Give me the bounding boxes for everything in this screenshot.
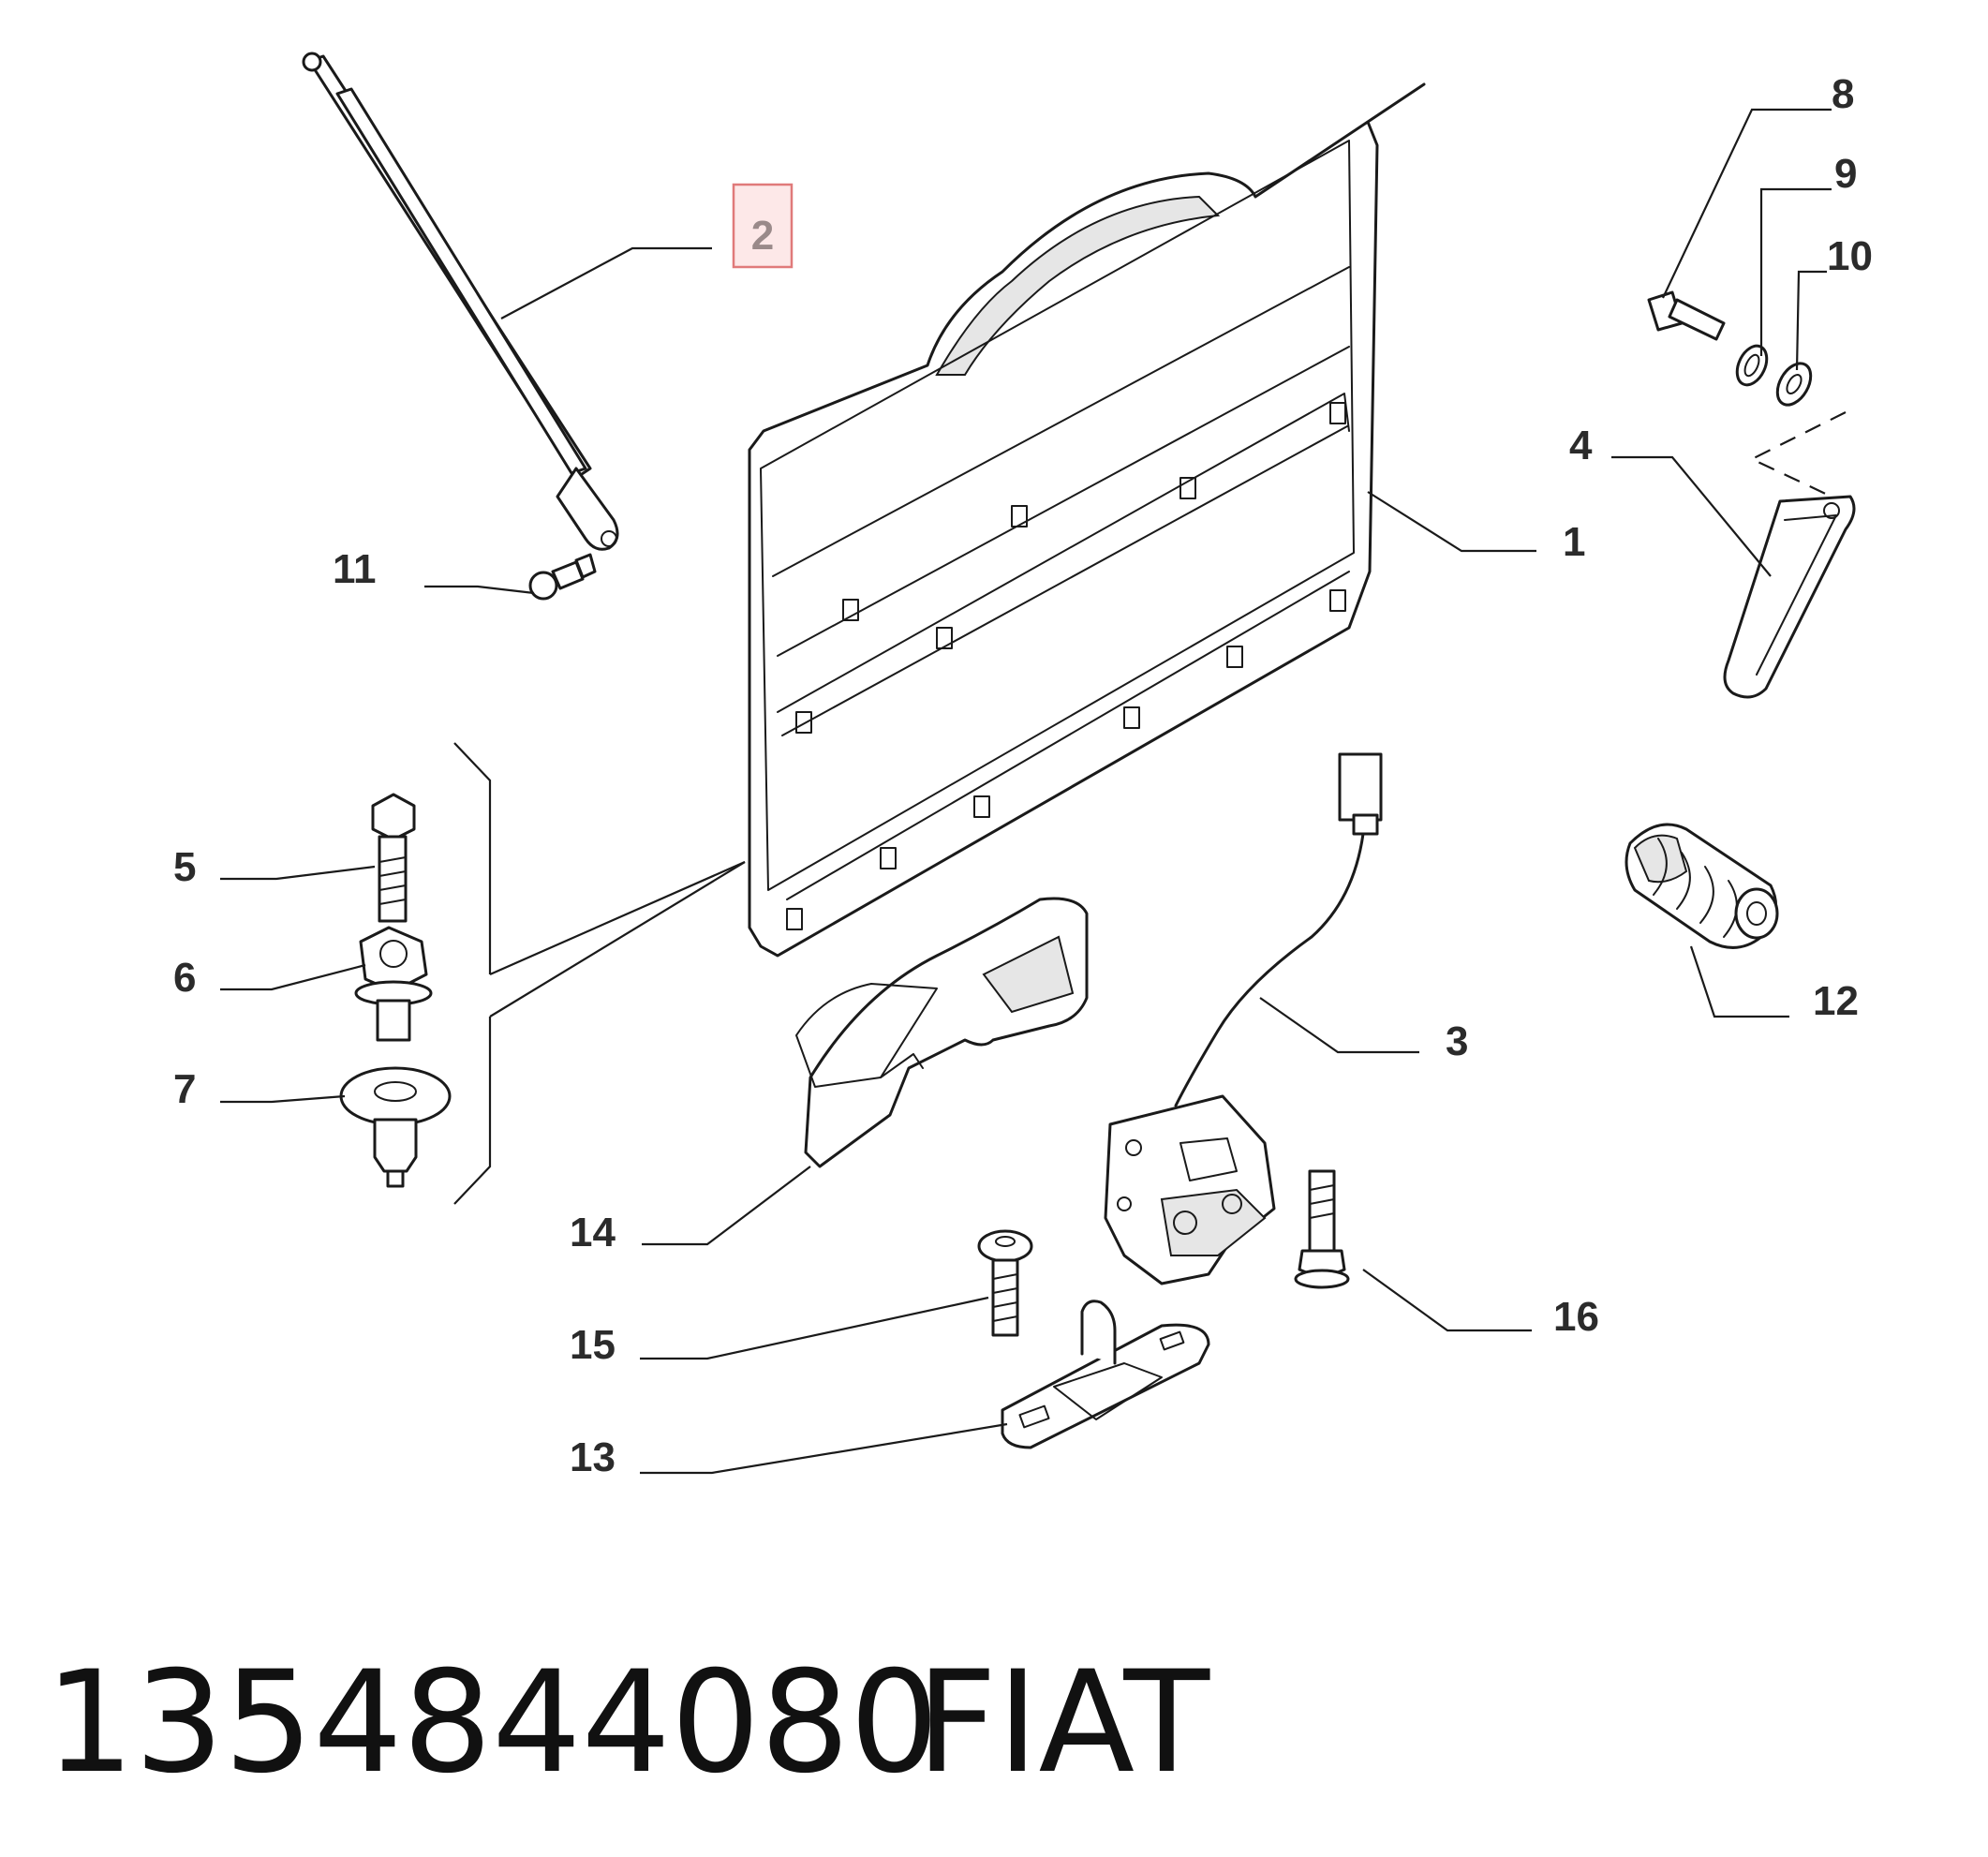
callout-7[interactable]: 7 [173, 1066, 196, 1112]
leader-lines [220, 108, 1832, 1475]
part-1-door-panel [748, 82, 1426, 958]
callout-2-highlight [732, 183, 794, 269]
part-9-spring-washer [1735, 344, 1769, 387]
callout-2[interactable]: 2 [751, 213, 774, 259]
callout-16[interactable]: 16 [1553, 1294, 1599, 1340]
part-3-lock-with-cable [1104, 752, 1383, 1285]
callout-3[interactable]: 3 [1446, 1018, 1468, 1064]
part-8-bolt [1647, 290, 1726, 341]
part-4-lever [1723, 495, 1856, 699]
part-14-handle-housing [795, 897, 1089, 1168]
part-16-flange-bolt [1294, 1169, 1350, 1289]
part-13-striker [1001, 1300, 1210, 1449]
brand-name: FIAT [916, 1642, 1210, 1805]
part-7-push-clip [339, 1066, 452, 1188]
part-11-ball-stud [528, 553, 597, 601]
callout-numbers: 1 2 3 4 5 6 7 8 9 10 11 12 13 14 15 16 [173, 71, 1873, 1480]
part-15-torx-bolt [977, 1229, 1033, 1337]
part-2-gas-strut [302, 52, 619, 551]
callout-8[interactable]: 8 [1832, 71, 1854, 117]
callout-10[interactable]: 10 [1827, 233, 1873, 279]
part-10-washer [1775, 362, 1813, 407]
part-6-flange-bolt [354, 926, 433, 1042]
assembly-dashed-line [1749, 411, 1847, 498]
callout-15[interactable]: 15 [570, 1322, 616, 1368]
callout-12[interactable]: 12 [1813, 978, 1859, 1024]
group-bracket-5-7 [453, 742, 746, 1205]
part-12-bump-stop [1625, 823, 1779, 949]
callout-5[interactable]: 5 [173, 844, 196, 890]
callout-14[interactable]: 14 [570, 1210, 616, 1255]
callout-9[interactable]: 9 [1834, 151, 1857, 197]
callout-13[interactable]: 13 [570, 1434, 616, 1480]
callout-11[interactable]: 11 [333, 546, 377, 592]
callout-1[interactable]: 1 [1563, 519, 1585, 565]
part-number: 1354844080 [45, 1642, 939, 1805]
callout-6[interactable]: 6 [173, 955, 196, 1001]
callout-4[interactable]: 4 [1569, 423, 1593, 468]
part-5-hex-bolt [371, 793, 416, 923]
